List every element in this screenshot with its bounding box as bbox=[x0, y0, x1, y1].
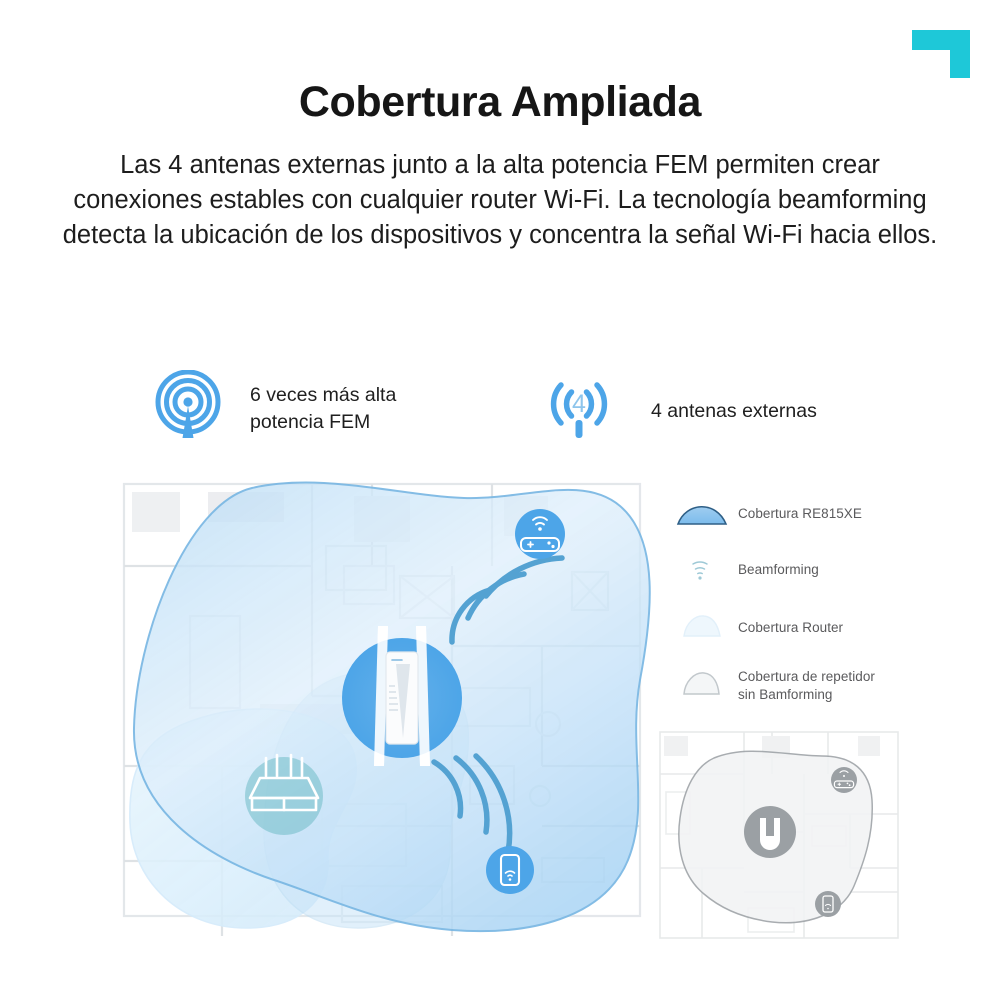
legend-label-coverage-re815xe: Cobertura RE815XE bbox=[738, 506, 862, 521]
feature-fem-label: 6 veces más alta potencia FEM bbox=[250, 384, 397, 433]
beamforming-arcs-upper-right bbox=[449, 555, 565, 645]
feature-external-antennas: 4 4 antenas externas bbox=[533, 376, 817, 447]
coverage-dome-router-icon bbox=[676, 608, 728, 642]
coverage-dome-filled-icon bbox=[676, 496, 728, 530]
beamforming-waves-icon bbox=[676, 552, 728, 586]
feature-fem-power: 6 veces más alta potencia FEM bbox=[152, 369, 397, 447]
no-beamforming-comparison-inset bbox=[652, 722, 912, 952]
beamforming-arcs-lower-right bbox=[431, 753, 513, 855]
coverage-dome-outline-icon bbox=[676, 664, 728, 698]
feature-antennas-label: 4 antenas externas bbox=[651, 400, 817, 423]
antenna-count-badge: 4 bbox=[572, 390, 586, 418]
fem-antenna-broadcast-icon bbox=[152, 369, 224, 447]
page-subtitle: Las 4 antenas externas junto a la alta p… bbox=[62, 151, 938, 249]
tp-link-corner-mark-icon bbox=[912, 30, 970, 78]
legend-label-beamforming: Beamforming bbox=[738, 562, 819, 577]
smartphone-device bbox=[486, 846, 534, 894]
extender-device-gray bbox=[744, 806, 796, 858]
legend-item-coverage-no-beamforming: Cobertura de repetidor sin Bamforming bbox=[676, 664, 976, 704]
re815xe-extender-device bbox=[342, 626, 462, 766]
coverage-floorplan-diagram bbox=[112, 466, 672, 936]
router-device bbox=[245, 753, 323, 835]
four-antennas-signal-icon: 4 bbox=[533, 376, 625, 447]
legend-label-coverage-router: Cobertura Router bbox=[738, 620, 844, 635]
smartphone-device-gray bbox=[815, 891, 841, 917]
legend-item-coverage-router: Cobertura Router bbox=[676, 608, 976, 642]
legend-label-coverage-no-beamforming: Cobertura de repetidor sin Bamforming bbox=[738, 669, 875, 703]
brand-corner-mark bbox=[912, 30, 970, 78]
legend: Cobertura RE815XE Beamforming Cobertura … bbox=[676, 496, 976, 726]
legend-item-coverage-re815xe: Cobertura RE815XE bbox=[676, 496, 976, 530]
page-title: Cobertura Ampliada bbox=[298, 78, 702, 126]
gaming-console-device bbox=[515, 509, 565, 559]
header: Cobertura Ampliada Las 4 antenas externa… bbox=[0, 78, 1000, 252]
legend-item-beamforming: Beamforming bbox=[676, 552, 976, 586]
gaming-console-device-gray bbox=[831, 767, 857, 793]
feature-highlights: 6 veces más alta potencia FEM 4 4 antena… bbox=[0, 368, 1000, 468]
